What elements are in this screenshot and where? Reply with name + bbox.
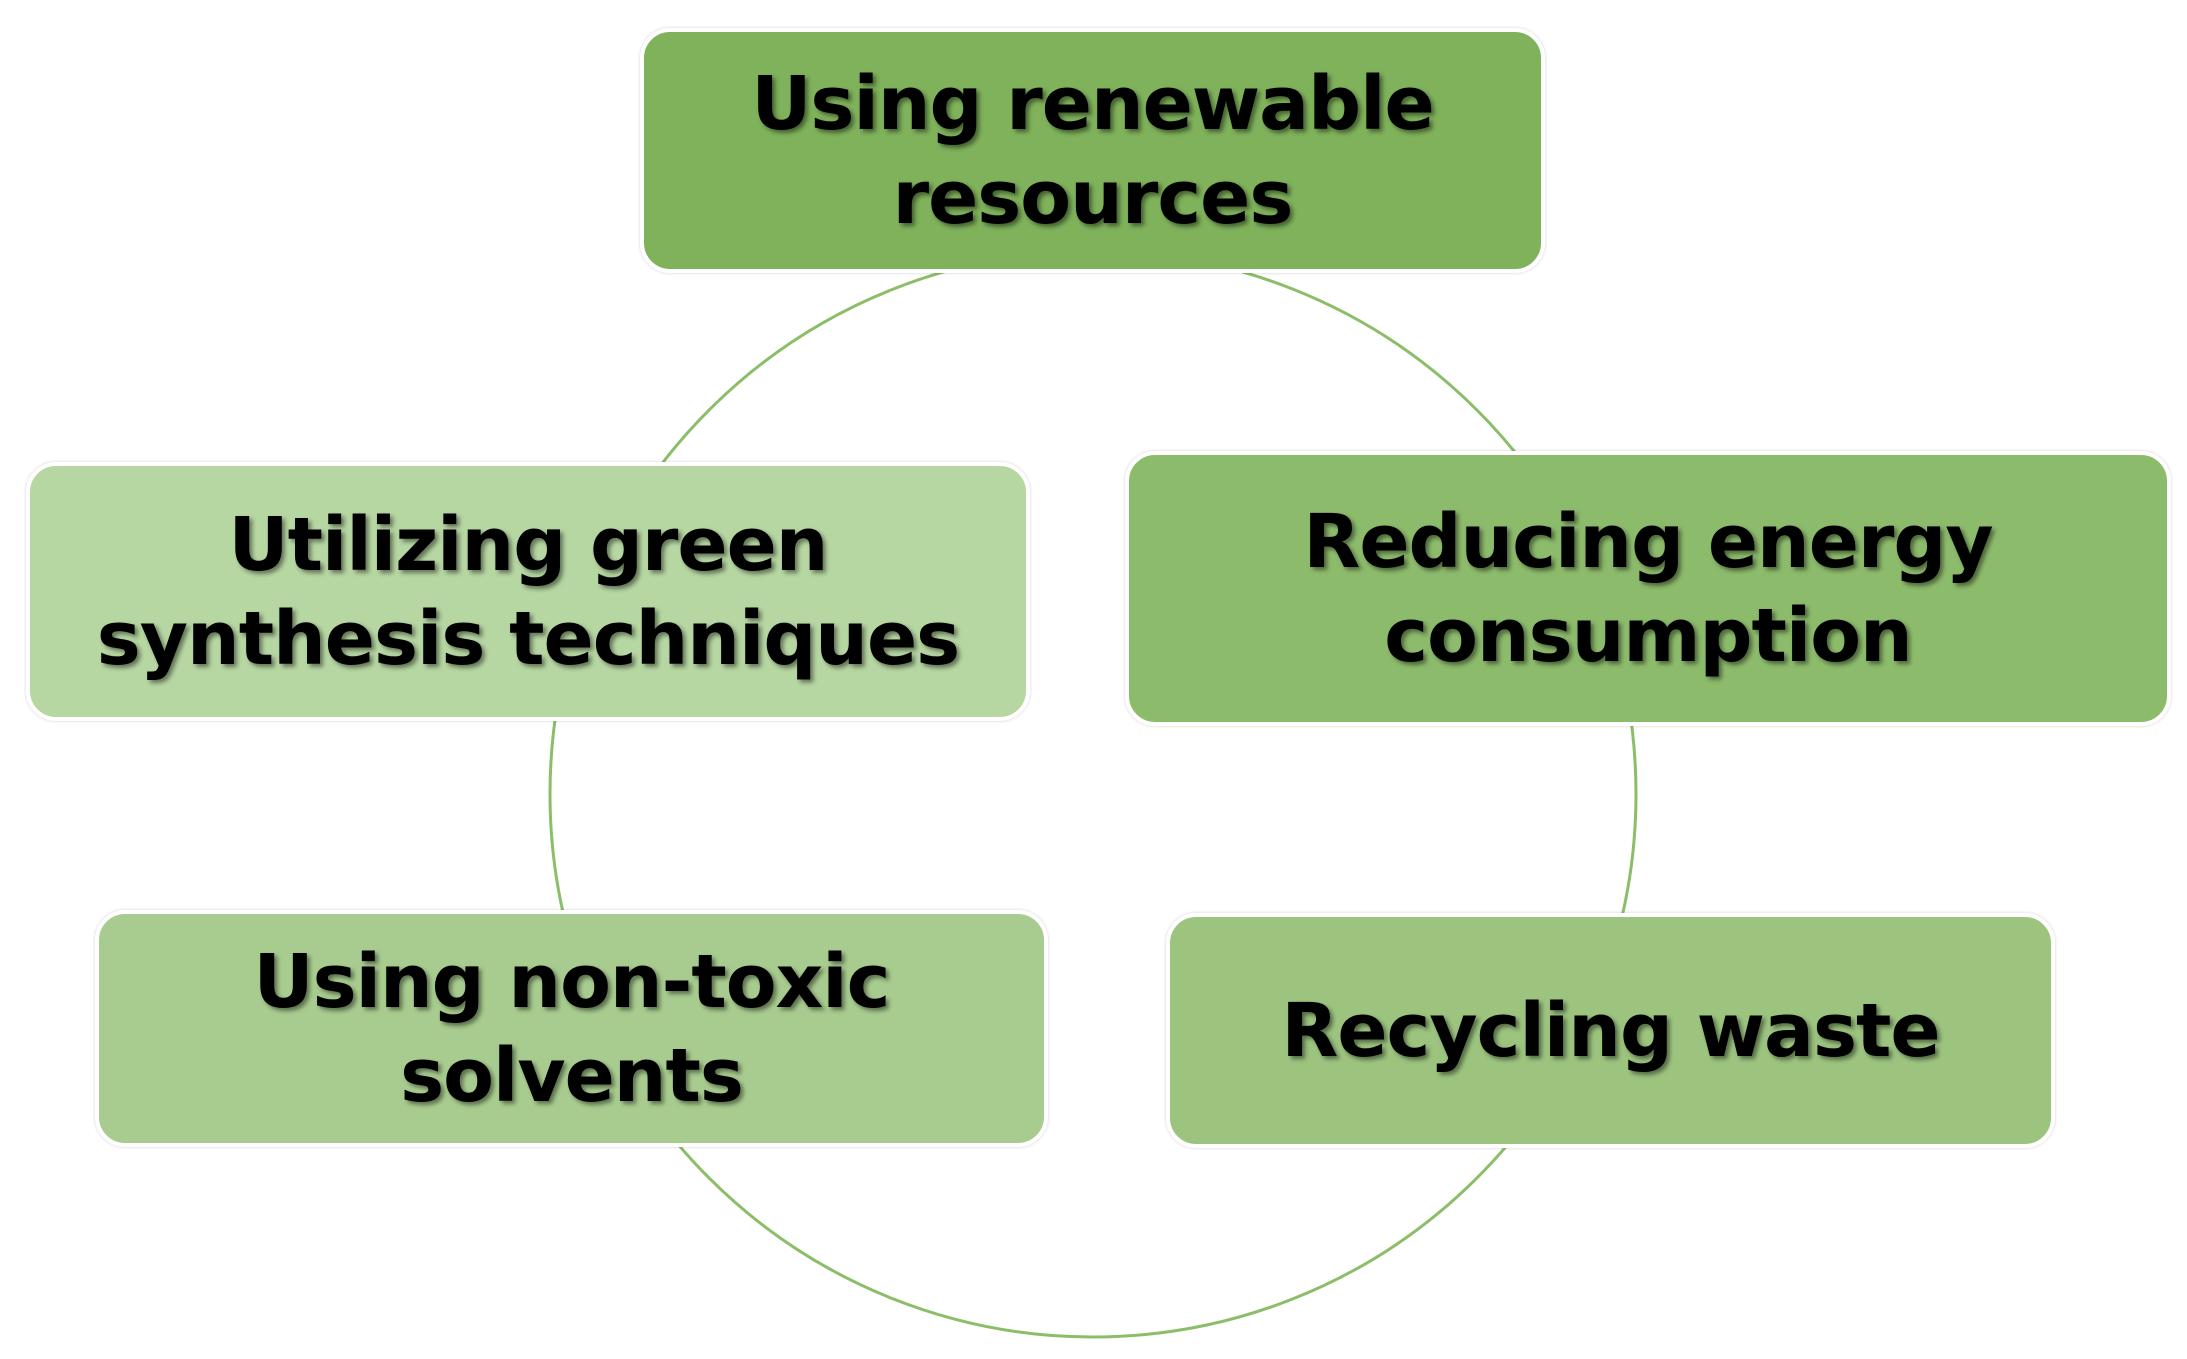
node-utilizing-green-synthesis-techniques: Utilizing green synthesis techniques xyxy=(26,462,1030,721)
node-label: Using renewable resources xyxy=(751,60,1434,241)
node-label: Recycling waste xyxy=(1281,987,1940,1074)
node-reducing-energy-consumption: Reducing energy consumption xyxy=(1125,451,2171,726)
node-label: Using non-toxic solvents xyxy=(253,938,890,1119)
node-using-renewable-resources: Using renewable resources xyxy=(640,28,1545,273)
node-label: Reducing energy consumption xyxy=(1303,498,1993,679)
node-recycling-waste: Recycling waste xyxy=(1166,913,2055,1148)
node-label: Utilizing green synthesis techniques xyxy=(96,501,960,682)
node-using-non-toxic-solvents: Using non-toxic solvents xyxy=(95,910,1048,1147)
